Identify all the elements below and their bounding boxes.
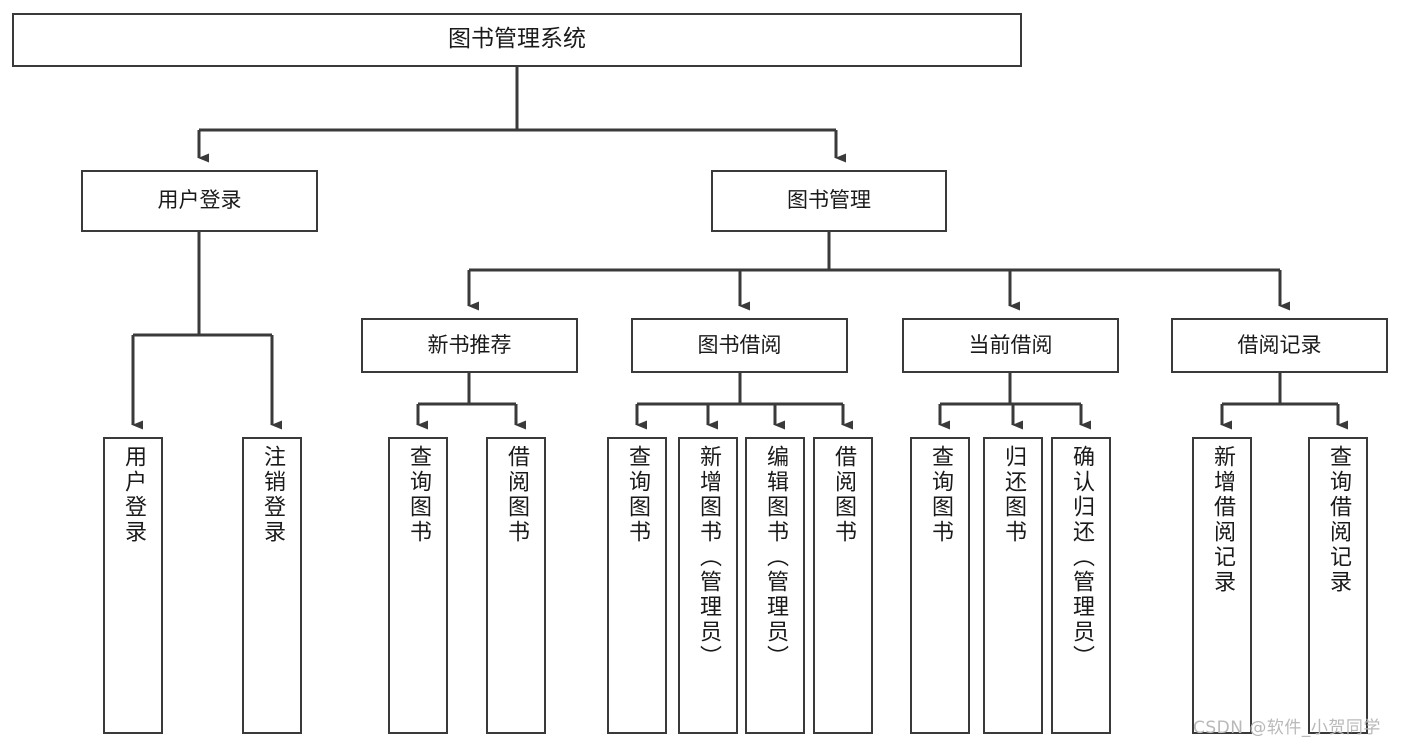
node-label: 归还图书 bbox=[1001, 445, 1026, 545]
node-label: 图书管理系统 bbox=[448, 26, 586, 53]
node-label: 当前借阅 bbox=[968, 332, 1053, 357]
node-label: 新书推荐 bbox=[427, 332, 512, 357]
node-label: 确认归还（管理员） bbox=[1069, 445, 1094, 670]
node-user-login[interactable]: 用户登录 bbox=[81, 170, 318, 232]
node-book-management[interactable]: 图书管理 bbox=[711, 170, 947, 232]
node-leaf-edit-book-admin[interactable]: 编辑图书（管理员） bbox=[745, 437, 805, 734]
node-label: 用户登录 bbox=[157, 188, 242, 213]
node-borrow-record[interactable]: 借阅记录 bbox=[1171, 318, 1388, 373]
node-leaf-user-login[interactable]: 用户登录 bbox=[103, 437, 163, 734]
node-label: 图书借阅 bbox=[697, 332, 782, 357]
node-leaf-borrow-book[interactable]: 借阅图书 bbox=[813, 437, 873, 734]
node-label: 新增借阅记录 bbox=[1210, 445, 1235, 595]
node-label: 查询图书 bbox=[625, 445, 650, 545]
node-leaf-borrow-book-rec[interactable]: 借阅图书 bbox=[486, 437, 546, 734]
node-label: 用户登录 bbox=[121, 445, 146, 545]
node-label: 编辑图书（管理员） bbox=[763, 445, 788, 670]
node-label: 借阅图书 bbox=[504, 445, 529, 545]
node-label: 查询借阅记录 bbox=[1326, 445, 1351, 595]
node-root[interactable]: 图书管理系统 bbox=[12, 13, 1022, 67]
node-label: 查询图书 bbox=[928, 445, 953, 545]
node-leaf-query-book-rec[interactable]: 查询图书 bbox=[388, 437, 448, 734]
node-label: 查询图书 bbox=[406, 445, 431, 545]
node-label: 借阅记录 bbox=[1237, 332, 1322, 357]
node-leaf-query-book-borrow[interactable]: 查询图书 bbox=[607, 437, 667, 734]
node-label: 图书管理 bbox=[787, 188, 871, 213]
node-current-borrow[interactable]: 当前借阅 bbox=[902, 318, 1119, 373]
node-leaf-return-book[interactable]: 归还图书 bbox=[983, 437, 1043, 734]
node-label: 新增图书（管理员） bbox=[696, 445, 721, 670]
node-book-borrow[interactable]: 图书借阅 bbox=[631, 318, 848, 373]
node-leaf-user-logout[interactable]: 注销登录 bbox=[242, 437, 302, 734]
node-leaf-add-borrow-record[interactable]: 新增借阅记录 bbox=[1192, 437, 1252, 734]
node-leaf-confirm-return-admin[interactable]: 确认归还（管理员） bbox=[1051, 437, 1111, 734]
node-label: 注销登录 bbox=[260, 445, 285, 545]
node-new-book-recommend[interactable]: 新书推荐 bbox=[361, 318, 578, 373]
node-leaf-query-borrow-record[interactable]: 查询借阅记录 bbox=[1308, 437, 1368, 734]
node-label: 借阅图书 bbox=[831, 445, 856, 545]
node-leaf-query-book-cur[interactable]: 查询图书 bbox=[910, 437, 970, 734]
node-leaf-add-book-admin[interactable]: 新增图书（管理员） bbox=[678, 437, 738, 734]
